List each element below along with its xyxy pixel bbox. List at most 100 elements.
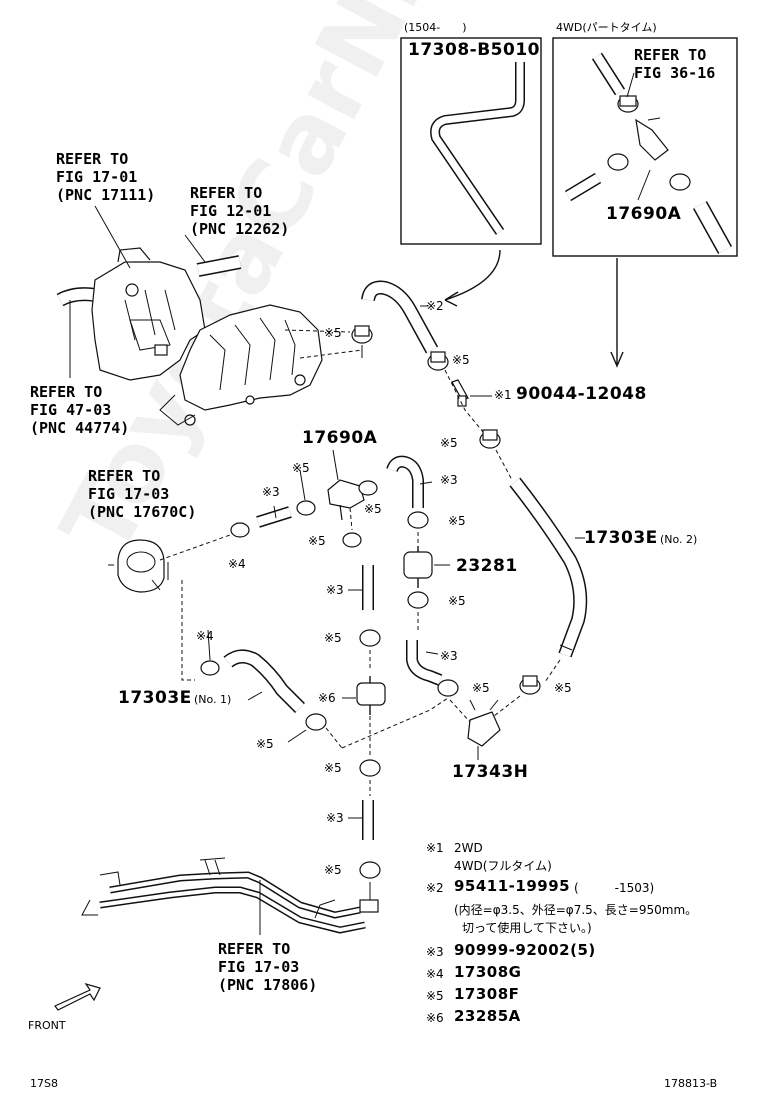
mark-5-23281-bottom: ※5 xyxy=(448,594,466,608)
ref-c-line1: REFER TO xyxy=(30,383,103,401)
part-17690A: 17690A xyxy=(302,428,378,448)
clip-17303E-no1 xyxy=(200,660,220,676)
clip-center-c xyxy=(359,759,381,777)
mark-5-center-b: ※5 xyxy=(324,631,342,645)
mark-3-lower: ※3 xyxy=(440,649,458,663)
pipe-17308-B5010 xyxy=(430,62,525,235)
ref-e-line1: REFER TO xyxy=(218,940,291,958)
mark-2: ※2 xyxy=(426,299,444,313)
clip-17690A-right xyxy=(358,480,378,496)
part-90044-12048: 90044-12048 xyxy=(516,384,647,404)
mark-5-no1-end: ※5 xyxy=(256,737,274,751)
part-17303E-no2-suffix: (No. 2) xyxy=(660,533,698,546)
ref-e-line2: FIG 17-03 xyxy=(218,958,300,976)
ref-d-line2: FIG 17-03 xyxy=(88,485,170,503)
legend-mark-3: ※3 xyxy=(426,945,444,959)
ref-d-line3: (PNC 17670C) xyxy=(88,503,197,521)
filter-23285A xyxy=(356,682,386,706)
legend-part-95411-range: ( -1503) xyxy=(574,881,655,895)
mark-5-23281-top: ※5 xyxy=(448,514,466,528)
box1-part-number: 17308-B5010 xyxy=(408,40,540,60)
box2-part-number: 17690A xyxy=(606,204,682,224)
connector-17690A-main xyxy=(327,479,365,509)
vsv-17343H xyxy=(467,711,501,747)
inset-box-1504 xyxy=(400,37,542,245)
ref-e-line3: (PNC 17806) xyxy=(218,976,318,994)
legend-text-4wd: 4WD(フルタイム) xyxy=(454,859,552,873)
ref-c-line3: (PNC 44774) xyxy=(30,419,130,437)
legend-mark-1: ※1 xyxy=(426,841,444,855)
legend-part-23285A: 23285A xyxy=(454,1007,521,1025)
legend-mark-4: ※4 xyxy=(426,967,444,981)
mark-5-17343H-right: ※5 xyxy=(554,681,572,695)
mark-5-engine: ※5 xyxy=(324,326,342,340)
clip-left-4 xyxy=(230,522,250,538)
part-17303E-no1: 17303E xyxy=(118,688,192,708)
mark-5-17690A-top: ※5 xyxy=(292,461,310,475)
mark-3-center: ※3 xyxy=(326,583,344,597)
mark-1: ※1 xyxy=(494,388,512,402)
clip-23281-top xyxy=(407,511,429,529)
ref-b-line3: (PNC 12262) xyxy=(190,220,290,238)
clip-center-a xyxy=(342,532,362,548)
mark-5-upper: ※5 xyxy=(452,353,470,367)
front-label: FRONT xyxy=(28,1019,66,1032)
mark-6: ※6 xyxy=(318,691,336,705)
ref-b-line2: FIG 12-01 xyxy=(190,202,272,220)
mark-5-center-a: ※5 xyxy=(308,534,326,548)
mark-3-bottom: ※3 xyxy=(326,811,344,825)
legend-part-17308G: 17308G xyxy=(454,963,522,981)
ref-b-line1: REFER TO xyxy=(190,184,263,202)
ref-d-line1: REFER TO xyxy=(88,467,161,485)
part-23281: 23281 xyxy=(456,556,518,576)
box2-refer-line1: REFER TO xyxy=(634,46,707,64)
clip-17343H-left xyxy=(437,679,459,697)
mark-5-mid: ※5 xyxy=(440,436,458,450)
mark-5-17690A-right: ※5 xyxy=(364,502,382,516)
legend-text-2wd: 2WD xyxy=(454,841,483,855)
ref-a-line1: REFER TO xyxy=(56,150,129,168)
legend-part-90999-92002: 90999-92002(5) xyxy=(454,941,596,959)
box2-refer-line2: FIG 36-16 xyxy=(634,64,716,82)
footer-left: 17S8 xyxy=(30,1077,58,1090)
legend-mark-2: ※2 xyxy=(426,881,444,895)
fuel-pipe-assembly xyxy=(81,857,379,935)
box2-header: 4WD(パートタイム) xyxy=(556,21,657,34)
clip-box2-b xyxy=(607,153,629,171)
valve-90044-12048 xyxy=(451,379,469,401)
filter-23281 xyxy=(403,551,433,579)
connector-17690A xyxy=(635,118,669,161)
intake-manifold-assembly xyxy=(56,247,323,426)
legend-dimension-note: (内径=φ3.5、外径=φ7.5、長さ=950mm。 xyxy=(454,903,698,917)
part-17303E-no2: 17303E xyxy=(584,528,658,548)
mark-5-center-c: ※5 xyxy=(324,761,342,775)
legend-mark-6: ※6 xyxy=(426,1011,444,1025)
mark-3-left: ※3 xyxy=(262,485,280,499)
inset-box-4wd xyxy=(552,37,738,257)
clip-17690A-left xyxy=(296,500,316,516)
ref-a-line2: FIG 17-01 xyxy=(56,168,138,186)
canister-17670C xyxy=(117,539,165,593)
mark-5-center-d: ※5 xyxy=(324,863,342,877)
ref-c-line2: FIG 47-03 xyxy=(30,401,112,419)
mark-5-17343H-left: ※5 xyxy=(472,681,490,695)
clip-23281-bottom xyxy=(407,591,429,609)
mark-4-lower: ※4 xyxy=(196,629,214,643)
box1-header: (1504- ) xyxy=(404,21,467,34)
part-17303E-no1-suffix: (No. 1) xyxy=(194,693,232,706)
clip-box2-c xyxy=(669,173,691,191)
legend-mark-5: ※5 xyxy=(426,989,444,1003)
footer-right: 178813-B xyxy=(664,1077,718,1090)
front-arrow xyxy=(54,982,101,1011)
clip-center-b xyxy=(359,629,381,647)
clip-center-d xyxy=(359,861,381,879)
legend-part-17308F: 17308F xyxy=(454,985,520,1003)
ref-a-line3: (PNC 17111) xyxy=(56,186,156,204)
mark-3-elbow: ※3 xyxy=(440,473,458,487)
legend-cut-note: 切って使用して下さい。) xyxy=(462,921,592,935)
clip-17303E-no1-end xyxy=(305,713,327,731)
part-17343H: 17343H xyxy=(452,762,529,782)
mark-4-left: ※4 xyxy=(228,557,246,571)
